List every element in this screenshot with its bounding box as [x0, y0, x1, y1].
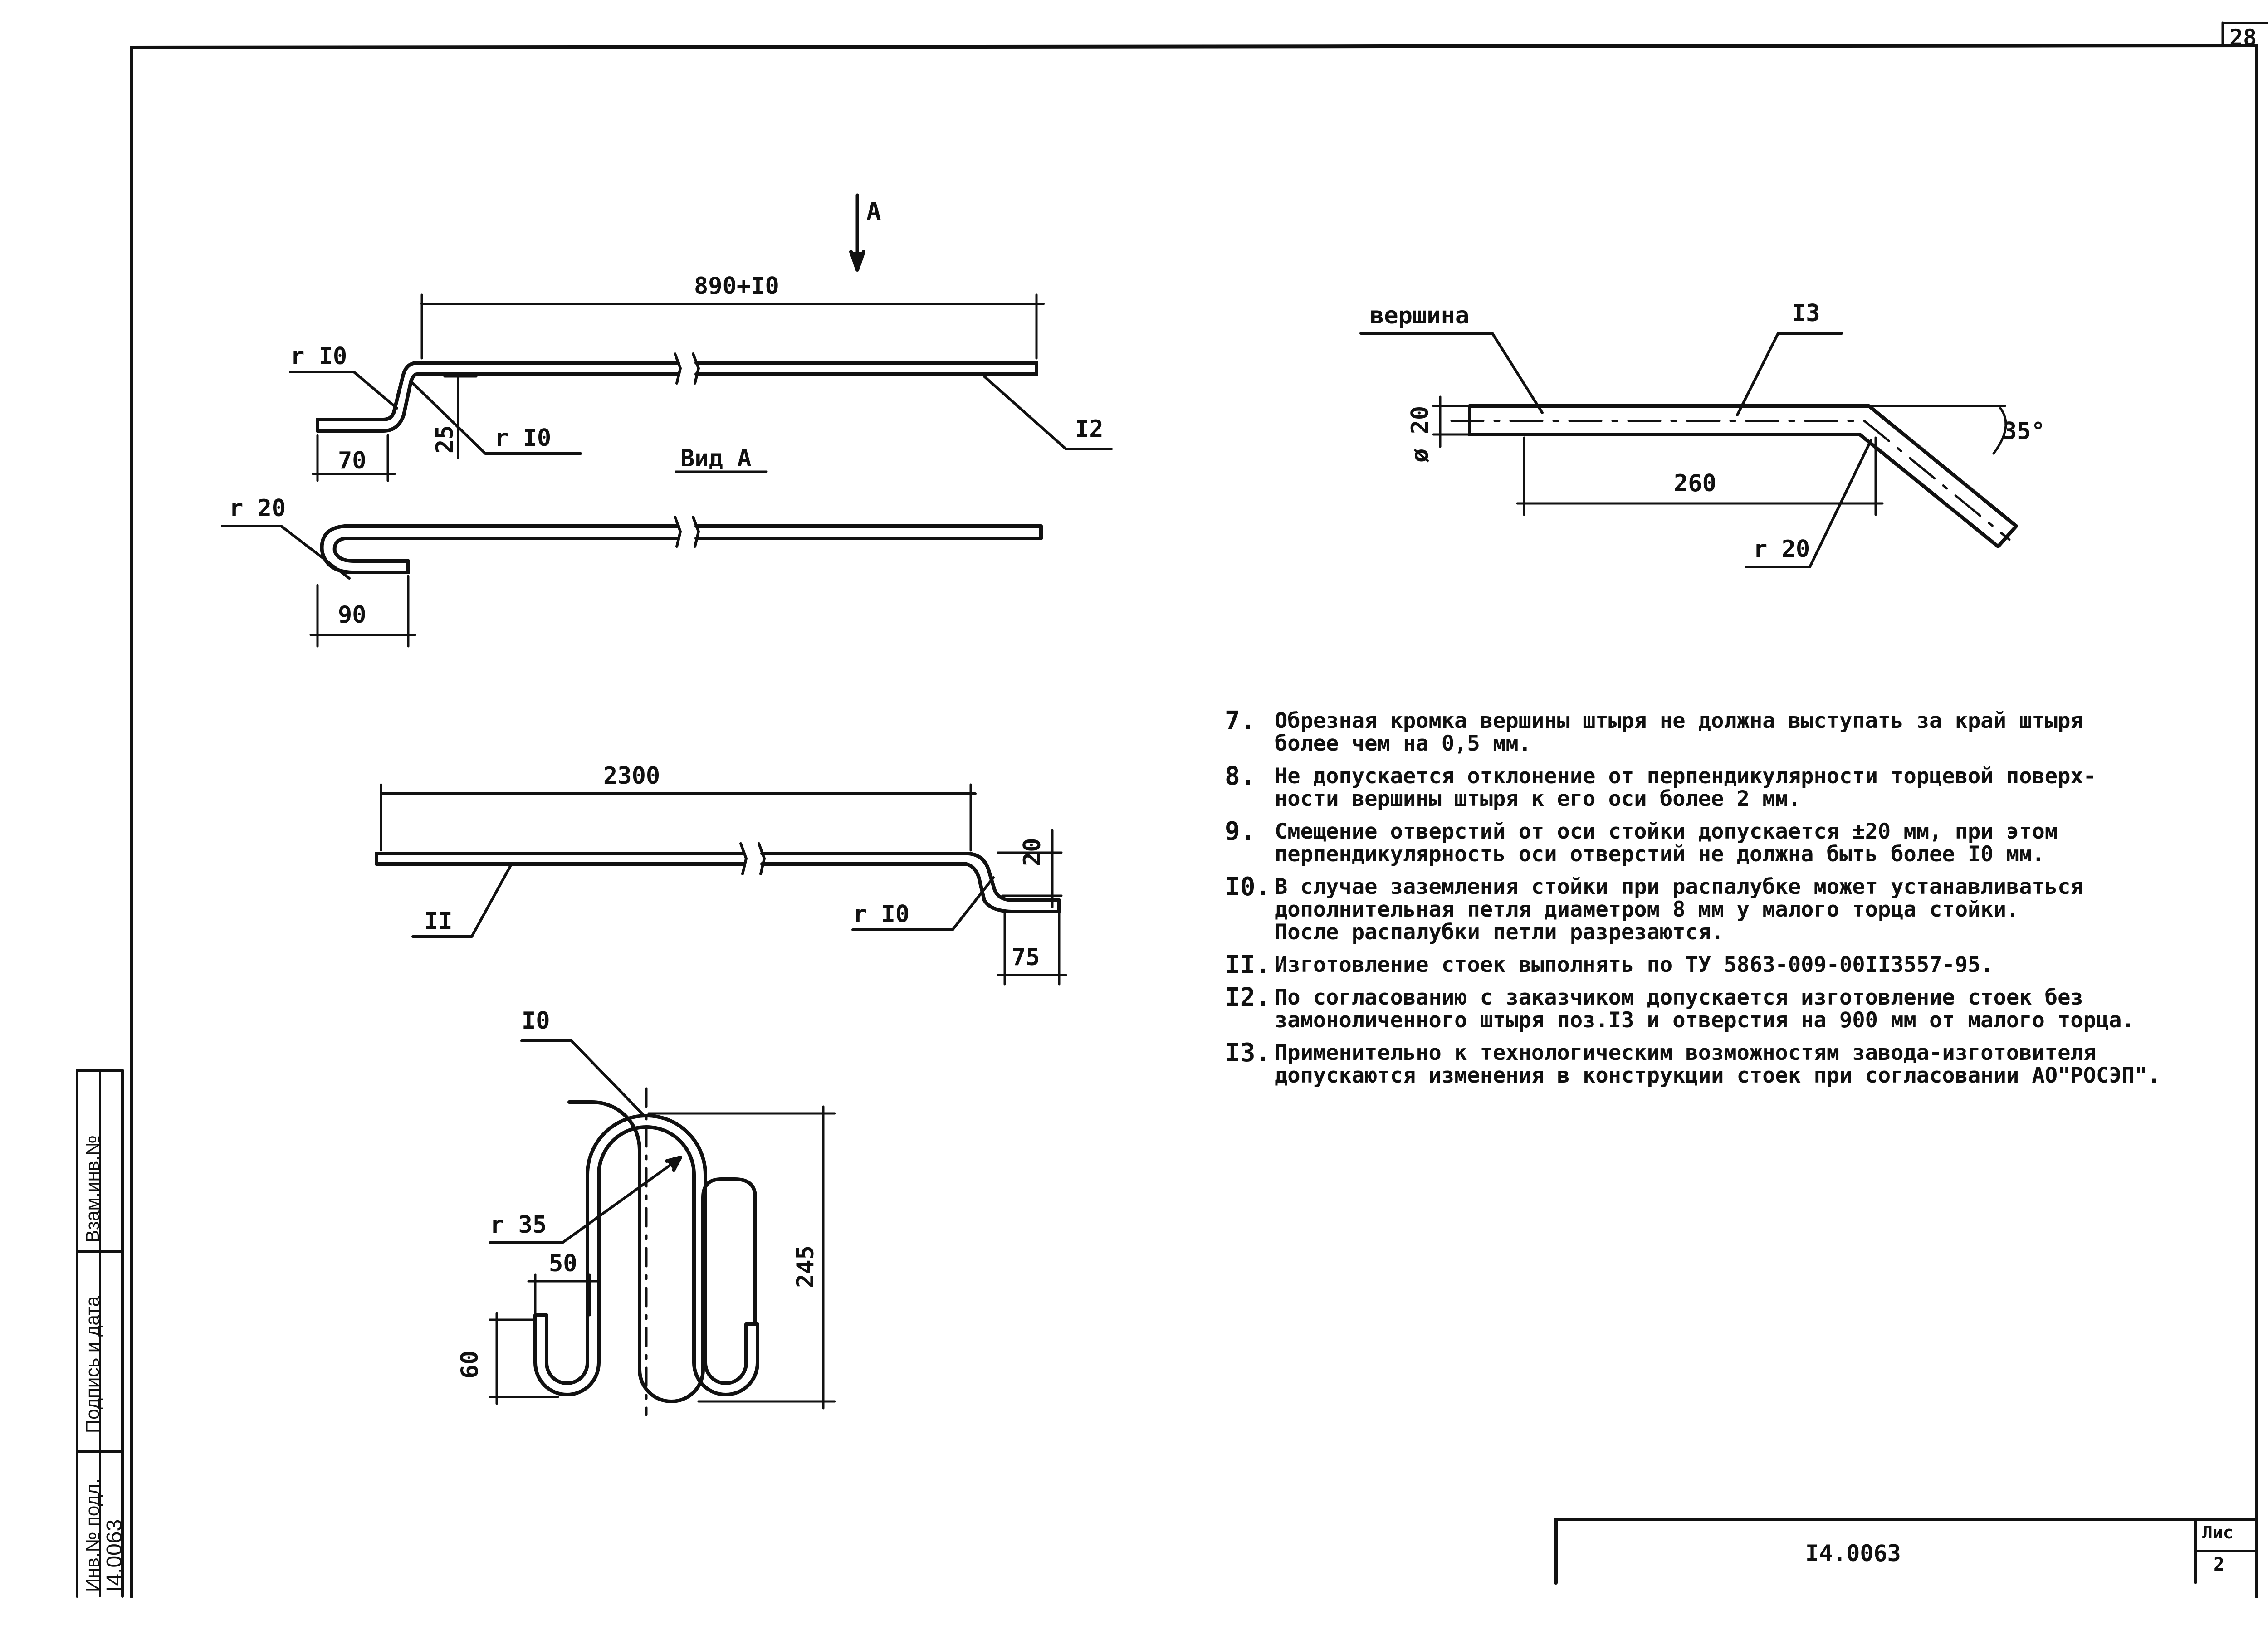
part10-radius: r 35 [490, 1211, 547, 1239]
note-item: I3. Применительно к технологическим возм… [1225, 1038, 2160, 1088]
part13-drawing [1359, 332, 2018, 568]
note-item: 8. Не допускается отклонение от перпенди… [1225, 761, 2096, 811]
view-a-width-dim: 90 [338, 601, 367, 629]
part10-height-left-dim: 60 [456, 1350, 484, 1379]
document-code: I4.0063 [1805, 1540, 1901, 1566]
part12-radius-inner: r I0 [494, 425, 552, 452]
part13-diameter-dim: ø 20 [1407, 405, 1434, 463]
part12-length-dim: 890+I0 [694, 273, 779, 300]
part12-radius-upper: r I0 [290, 343, 347, 370]
part13-angle-dim: 35° [2003, 418, 2045, 445]
part12-height-dim: 25 [431, 425, 459, 454]
sidebar-field-2: Подпись и дата [82, 1296, 103, 1433]
part10-height-total-dim: 245 [792, 1245, 819, 1288]
part12-position-label: I2 [1075, 415, 1104, 443]
note-item: 7. Обрезная кромка вершины штыря не долж… [1225, 706, 2083, 756]
sidebar-field-1: Инв.№ подл. [82, 1479, 103, 1592]
part11-position-label: II [424, 908, 453, 935]
part13-position-label: I3 [1792, 300, 1820, 327]
view-a-arrow-label: A [866, 197, 881, 226]
part13-radius: r 20 [1753, 536, 1810, 563]
part13-length-dim: 260 [1674, 470, 1716, 497]
sidebar-field-value: I4.0063 [103, 1519, 127, 1592]
note-item: I2. По согласованию с заказчиком допуска… [1225, 983, 2135, 1033]
page-number: 28 [2229, 24, 2257, 51]
part11-length-dim: 2300 [603, 762, 660, 790]
view-a-drawing [221, 516, 1043, 648]
view-a-title: Вид А [680, 445, 752, 472]
part12-drawing [289, 193, 1113, 482]
stamp-sheet-label: Лис [2202, 1523, 2234, 1542]
part13-top-label: вершина [1370, 302, 1470, 329]
part10-position-label: I0 [522, 1007, 550, 1035]
part11-height-dim: 20 [1019, 838, 1046, 866]
part11-width-dim: 75 [1012, 944, 1040, 971]
stamp-sheet-value: 2 [2214, 1554, 2225, 1575]
part12-width-dim: 70 [338, 447, 367, 474]
view-a-radius: r 20 [229, 495, 286, 522]
part11-radius: r I0 [853, 901, 910, 928]
part11-drawing [375, 783, 1067, 986]
note-item: II. Изготовление стоек выполнять по ТУ 5… [1225, 950, 1994, 980]
title-stamp-frame [1554, 1518, 2258, 1585]
part10-width-dim: 50 [549, 1250, 577, 1277]
sidebar-strip [76, 1069, 124, 1598]
note-item: I0. В случае заземления стойки при распа… [1225, 872, 2083, 945]
part10-drawing [489, 1039, 836, 1416]
sidebar-field-3: Взам.инв.№ [82, 1135, 103, 1243]
note-item: 9. Смещение отверстий от оси стойки допу… [1225, 817, 2058, 867]
sheet-frame [130, 21, 2268, 1598]
technical-notes: 7. Обрезная кромка вершины штыря не долж… [1225, 706, 2263, 1097]
